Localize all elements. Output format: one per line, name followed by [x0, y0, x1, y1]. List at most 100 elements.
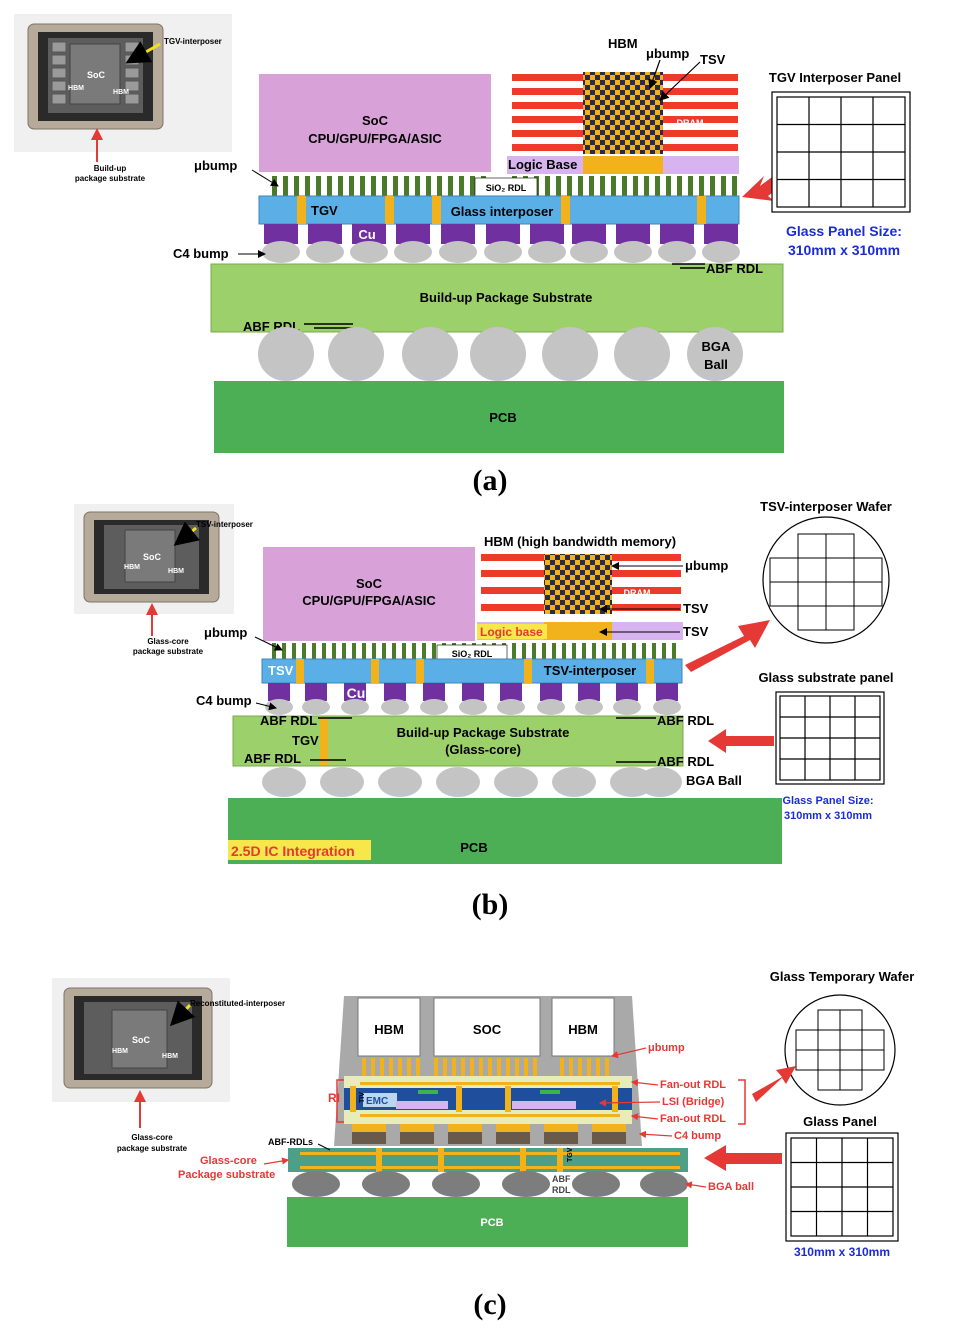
glass-core-c-line2: Package substrate: [178, 1169, 275, 1181]
microbump: [352, 643, 356, 659]
microbump: [560, 1058, 564, 1076]
c4-bump: [420, 699, 448, 715]
panel-b-size-line1: Glass Panel Size:: [782, 795, 873, 807]
cu-pillar: [344, 683, 366, 701]
microbump: [600, 176, 605, 196]
c4-bump: [459, 699, 487, 715]
c4-pad: [448, 1124, 482, 1132]
wafer-cell: [825, 605, 855, 631]
soc-label-line1: SoC: [362, 113, 389, 128]
microbump: [443, 1058, 447, 1076]
thumb-hbm-label-c-right: HBM: [162, 1053, 178, 1060]
microbump: [448, 176, 453, 196]
microbump: [461, 1058, 465, 1076]
microbump: [710, 176, 715, 196]
cu-pillar: [396, 224, 430, 244]
microbump: [699, 176, 704, 196]
cu-b-label: Cu: [347, 685, 366, 701]
soc-b-line1: SoC: [356, 576, 383, 591]
c4-bump: [702, 241, 740, 263]
bga-ball: [687, 327, 743, 381]
tsv-b-left-label: TSV: [268, 663, 294, 678]
panel-b: SoC HBM HBM TSV-interposer Glass-core pa…: [74, 499, 894, 921]
buildup-substrate: [210, 263, 784, 333]
glass-core-substrate: [232, 715, 684, 767]
grid-frame: [790, 1137, 894, 1237]
soc-die-b: [263, 547, 475, 641]
bga-ball: [258, 327, 314, 381]
microbump: [592, 643, 596, 659]
hbm-stack-a: [507, 72, 739, 174]
c4-bump-b-label: C4 bump: [196, 693, 252, 708]
cu-pillar: [264, 224, 298, 244]
c4-bump: [575, 699, 603, 715]
tgv-panel-title: TGV Interposer Panel: [769, 70, 901, 85]
microbump: [612, 643, 616, 659]
grid-frame: [776, 96, 906, 208]
thumb-substrate-c-line2: package substrate: [117, 1144, 188, 1153]
c4-bump: [400, 1132, 434, 1144]
c4-bump: [350, 241, 388, 263]
panel-size-line2: 310mm x 310mm: [788, 242, 900, 258]
thumb-interposer-label: TGV-interposer: [164, 37, 222, 46]
bga-ball: [432, 1171, 480, 1197]
cu-pillar: [540, 683, 562, 701]
bga-ball: [378, 767, 422, 797]
bga-ball: [494, 767, 538, 797]
microbump: [562, 643, 566, 659]
microbump: [362, 643, 366, 659]
pcb-b-label: PCB: [460, 840, 487, 855]
microbump: [582, 643, 586, 659]
thumb-substrate-line1: Build-up: [94, 164, 127, 173]
c4-bump: [613, 699, 641, 715]
bga-ball: [436, 767, 480, 797]
microbump: [371, 1058, 375, 1076]
microbump: [380, 1058, 384, 1076]
panel-size-line1: Glass Panel Size:: [786, 223, 902, 239]
microbump: [572, 643, 576, 659]
cu-pillar: [572, 224, 606, 244]
wafer-b-grid: [769, 533, 883, 631]
c4-bump: [484, 241, 522, 263]
microbump: [688, 176, 693, 196]
thumb-substrate-b-line2: package substrate: [133, 647, 204, 656]
c4-bump: [262, 241, 300, 263]
substrate-b-line2: (Glass-core): [445, 742, 521, 757]
cu-pillar: [578, 683, 600, 701]
hbm-die-right: [551, 997, 615, 1057]
caption-a: (a): [473, 464, 508, 497]
microbump: [398, 1058, 402, 1076]
tgv-panel-grid: [776, 96, 906, 208]
microbump: [662, 643, 666, 659]
abf-rdls-label: ABF-RDLs: [268, 1137, 313, 1147]
microbump: [459, 176, 464, 196]
microbump: [360, 176, 365, 196]
tsv-interposer-label: TSV-interposer: [544, 663, 636, 678]
c4-bump-row-a: [262, 224, 740, 263]
thumb-soc-label-b: SoC: [143, 552, 162, 562]
bga-c-label: BGA ball: [708, 1181, 754, 1193]
microbump: [282, 643, 286, 659]
tsv-label: TSV: [700, 52, 726, 67]
microbump-row-c: [362, 1058, 609, 1076]
lsi-bridge-left: [396, 1101, 448, 1109]
package-thumbnail-a: SoC HBM HBM TGV-interposer Build-up pack…: [14, 14, 232, 183]
tsv-b-right1-label: TSV: [683, 601, 709, 616]
glass-interposer: [258, 195, 740, 225]
cu-pillar: [384, 683, 406, 701]
microbump: [283, 176, 288, 196]
abf-rdl-b-tr-label: ABF RDL: [657, 713, 714, 728]
wafer-c-grid: [795, 1009, 885, 1091]
tsv-b-right2-label: TSV: [683, 624, 709, 639]
logic-base-label: Logic Base: [508, 157, 577, 172]
c4-pad: [592, 1124, 626, 1132]
microbump: [578, 176, 583, 196]
c4-bump: [570, 241, 608, 263]
c4-bump: [448, 1132, 482, 1144]
panel-c-size: 310mm x 310mm: [794, 1245, 890, 1259]
fanout-rdl-bottom-label: Fan-out RDL: [660, 1113, 726, 1125]
cu-pillar: [704, 224, 738, 244]
cu-pillar: [462, 683, 484, 701]
cu-pillar: [660, 224, 694, 244]
lsi-label: LSI (Bridge): [662, 1096, 725, 1108]
